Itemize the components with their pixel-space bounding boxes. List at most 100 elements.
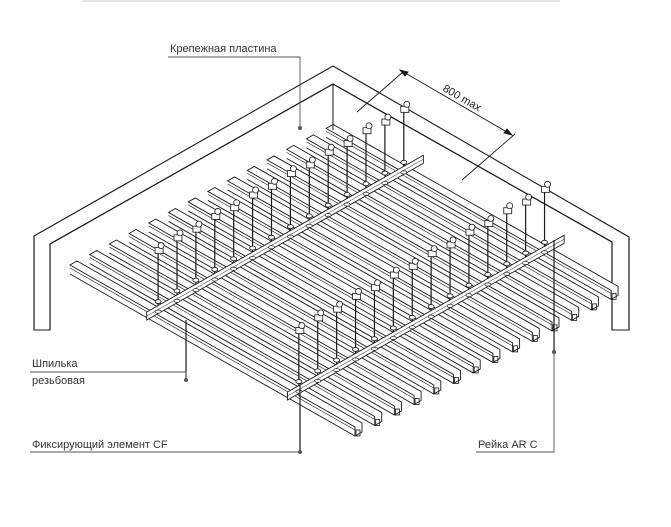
fixing-element xyxy=(352,347,359,352)
profile-rail xyxy=(128,228,422,406)
dimension-extension-line-left xyxy=(356,71,404,113)
profile-rail-edge xyxy=(109,246,395,410)
fixing-element-clip xyxy=(503,271,511,276)
profile-rail-edge xyxy=(247,173,533,336)
profile-rail-end xyxy=(592,303,597,311)
mounting-plate-nut xyxy=(233,199,241,207)
fixing-element-clip xyxy=(249,256,256,260)
profile-rail-edge xyxy=(69,273,356,437)
fixing-element-clip xyxy=(400,170,408,175)
profile-rail-edge xyxy=(207,200,494,363)
mounting-plate-nut xyxy=(327,143,335,151)
fixing-element-clip xyxy=(427,314,435,319)
profile-rail xyxy=(147,218,442,395)
mounting-plate-nut xyxy=(430,245,438,252)
label-mounting-plate: Крепежная пластина xyxy=(170,43,277,55)
fixing-element-clip xyxy=(381,181,389,185)
dimension-arrow-right xyxy=(503,128,514,136)
fixing-element-clip xyxy=(343,202,351,207)
profile-rail-edge xyxy=(168,221,454,384)
profile-rail-end xyxy=(552,324,558,332)
fixing-element-clip xyxy=(389,336,397,340)
profile-rail-edge xyxy=(207,194,494,357)
profile-rail-edge xyxy=(247,179,533,342)
fixing-element xyxy=(305,213,313,219)
profile-rail xyxy=(187,197,481,374)
profile-rail xyxy=(167,207,461,385)
fixing-element xyxy=(371,336,378,342)
fixing-element xyxy=(362,181,370,187)
fixing-element-clip xyxy=(484,282,492,287)
profile-rail-edge xyxy=(89,263,375,426)
profile-rail-end xyxy=(572,313,578,321)
fixing-element-clip xyxy=(154,309,162,314)
label-threaded-rod-2: резьбовая xyxy=(32,375,85,387)
leader-rail xyxy=(476,352,555,453)
mounting-plate-nut xyxy=(336,300,344,308)
fixing-element-clip xyxy=(362,191,370,196)
profile-rail-edge xyxy=(89,257,375,420)
mounting-plate-nut xyxy=(365,122,373,130)
profile-rail-end xyxy=(414,398,420,405)
profile-rail xyxy=(285,144,580,322)
mounting-plate-nut xyxy=(403,100,411,108)
fixing-element xyxy=(484,272,492,277)
fixing-element-clip xyxy=(192,288,200,293)
leader-dot-fixing-element xyxy=(298,450,302,454)
profile-rail-end xyxy=(611,292,617,300)
mounting-plate-nut xyxy=(468,223,476,231)
profile-rail-end xyxy=(454,377,459,384)
mounting-plate-nut xyxy=(411,257,419,265)
fixing-element-clip xyxy=(287,234,294,239)
fixing-element xyxy=(408,314,416,320)
label-fixing-element: Фиксирующий элемент CF xyxy=(32,439,168,451)
fixing-element-clip xyxy=(408,325,416,330)
dimension-800max xyxy=(356,69,516,181)
mounting-plate-nut xyxy=(346,135,354,142)
profile-rail xyxy=(266,155,560,332)
profile-rail-edge xyxy=(286,157,572,321)
fixing-element xyxy=(427,304,435,309)
profile-rail xyxy=(305,134,599,311)
fixing-element-clip xyxy=(314,378,322,383)
fixing-element xyxy=(503,261,511,267)
rail-structure xyxy=(69,84,619,452)
fixing-element xyxy=(249,245,256,251)
profile-rail-end xyxy=(493,356,499,363)
fixing-element-clip xyxy=(305,223,313,228)
mounting-plate-nut xyxy=(392,266,400,274)
profile-rail-edge xyxy=(227,189,513,353)
profile-rail-edge xyxy=(325,131,612,294)
label-rail: Рейка AR C xyxy=(478,439,538,451)
profile-rail-edge xyxy=(286,152,572,315)
profile-rail-edge xyxy=(69,267,356,431)
leader-threaded-rod xyxy=(30,371,187,380)
profile-rail-edge xyxy=(188,204,474,368)
profile-rail xyxy=(88,250,383,427)
fixing-element xyxy=(522,250,530,256)
fixing-element-clip xyxy=(324,213,332,218)
fixing-element-clip xyxy=(268,245,275,250)
fixing-element xyxy=(314,368,322,374)
dimension-arrow-left xyxy=(398,69,409,77)
profile-rail-end xyxy=(532,335,538,342)
label-threaded-rod-1: Шпилька xyxy=(32,358,78,370)
fixing-element-clip xyxy=(173,298,181,303)
profile-rail-edge xyxy=(266,168,553,332)
fixing-element xyxy=(343,192,351,197)
profile-rail-end xyxy=(375,419,381,426)
fixing-element xyxy=(465,282,473,288)
leader-dot-threaded-rod xyxy=(184,378,188,382)
fixing-element-clip xyxy=(230,266,238,271)
fixing-element xyxy=(192,277,200,283)
mounting-plate-nut xyxy=(544,180,551,188)
mounting-plate-nut xyxy=(384,113,392,121)
leader-dot-rail xyxy=(552,350,556,354)
profile-rail xyxy=(108,239,402,416)
fixing-element-clip xyxy=(352,357,359,362)
mounting-plate-nut xyxy=(525,193,533,201)
profile-rail-edge xyxy=(325,136,612,300)
mounting-plate-nut xyxy=(214,208,222,215)
fixing-element-clip xyxy=(465,293,473,298)
